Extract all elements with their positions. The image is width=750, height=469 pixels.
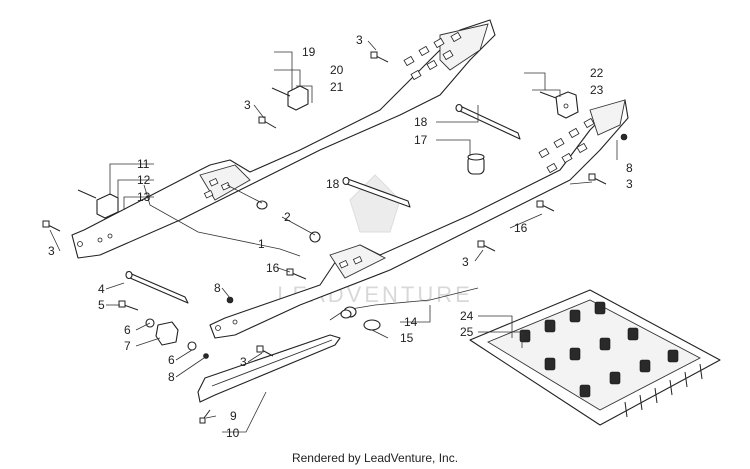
callout-20: 20	[330, 63, 344, 77]
bolts	[42, 51, 607, 424]
callout-3a: 3	[356, 33, 363, 47]
callout-17: 17	[414, 133, 428, 147]
callout-23: 23	[590, 83, 604, 97]
cross-shaft-lower	[342, 176, 411, 208]
rail-back	[71, 19, 496, 259]
callout-16b: 16	[266, 261, 280, 275]
callout-18a: 18	[414, 115, 428, 129]
callout-11: 11	[137, 157, 150, 171]
callout-14: 14	[404, 315, 418, 329]
callout-1: 1	[258, 237, 265, 251]
callout-22: 22	[590, 66, 604, 80]
shaft-4	[125, 270, 189, 304]
leader-lines	[49, 40, 618, 433]
callout-5: 5	[98, 298, 105, 312]
footer-credit: Rendered by LeadVenture, Inc.	[291, 451, 459, 465]
callout-9: 9	[230, 409, 237, 423]
callout-3e: 3	[462, 255, 469, 269]
bracket-23	[555, 91, 579, 119]
callout-3f: 3	[240, 355, 247, 369]
callout-8b: 8	[168, 370, 175, 384]
callout-19: 19	[302, 45, 316, 59]
callout-4: 4	[98, 282, 105, 296]
washer-2a	[256, 200, 268, 210]
washer-2b	[309, 231, 321, 243]
callout-25: 25	[460, 325, 474, 339]
slide-10	[197, 334, 341, 403]
callout-labels: 19 20 21 3 3 22 23 18 17 8 3 18 11 12 13…	[48, 33, 633, 440]
pin-15	[363, 319, 381, 331]
cross-shaft-upper	[455, 103, 521, 140]
callout-18b: 18	[326, 177, 340, 191]
callout-24: 24	[460, 309, 474, 323]
callout-15: 15	[400, 331, 414, 345]
callout-8c: 8	[626, 161, 633, 175]
rail-front	[209, 99, 629, 339]
callout-6a: 6	[124, 323, 131, 337]
nut-8b	[203, 353, 209, 359]
callout-21: 21	[330, 80, 344, 94]
callout-3c: 3	[626, 177, 633, 191]
track-24	[469, 289, 721, 426]
block-7	[155, 321, 179, 346]
callout-3d: 3	[48, 244, 55, 258]
spacer-17	[467, 153, 485, 175]
nut-8c	[620, 133, 628, 141]
callout-2: 2	[284, 210, 291, 224]
callout-12: 12	[137, 173, 151, 187]
callout-6b: 6	[168, 353, 175, 367]
nut-8a	[226, 296, 234, 304]
washer-6b	[187, 341, 197, 351]
callout-3b: 3	[244, 98, 251, 112]
callout-10: 10	[226, 426, 240, 440]
callout-8a: 8	[214, 281, 221, 295]
spring-14	[329, 287, 479, 321]
callout-16a: 16	[514, 221, 528, 235]
callout-7: 7	[124, 339, 131, 353]
bumper-20	[287, 85, 309, 111]
callout-13: 13	[137, 190, 151, 204]
